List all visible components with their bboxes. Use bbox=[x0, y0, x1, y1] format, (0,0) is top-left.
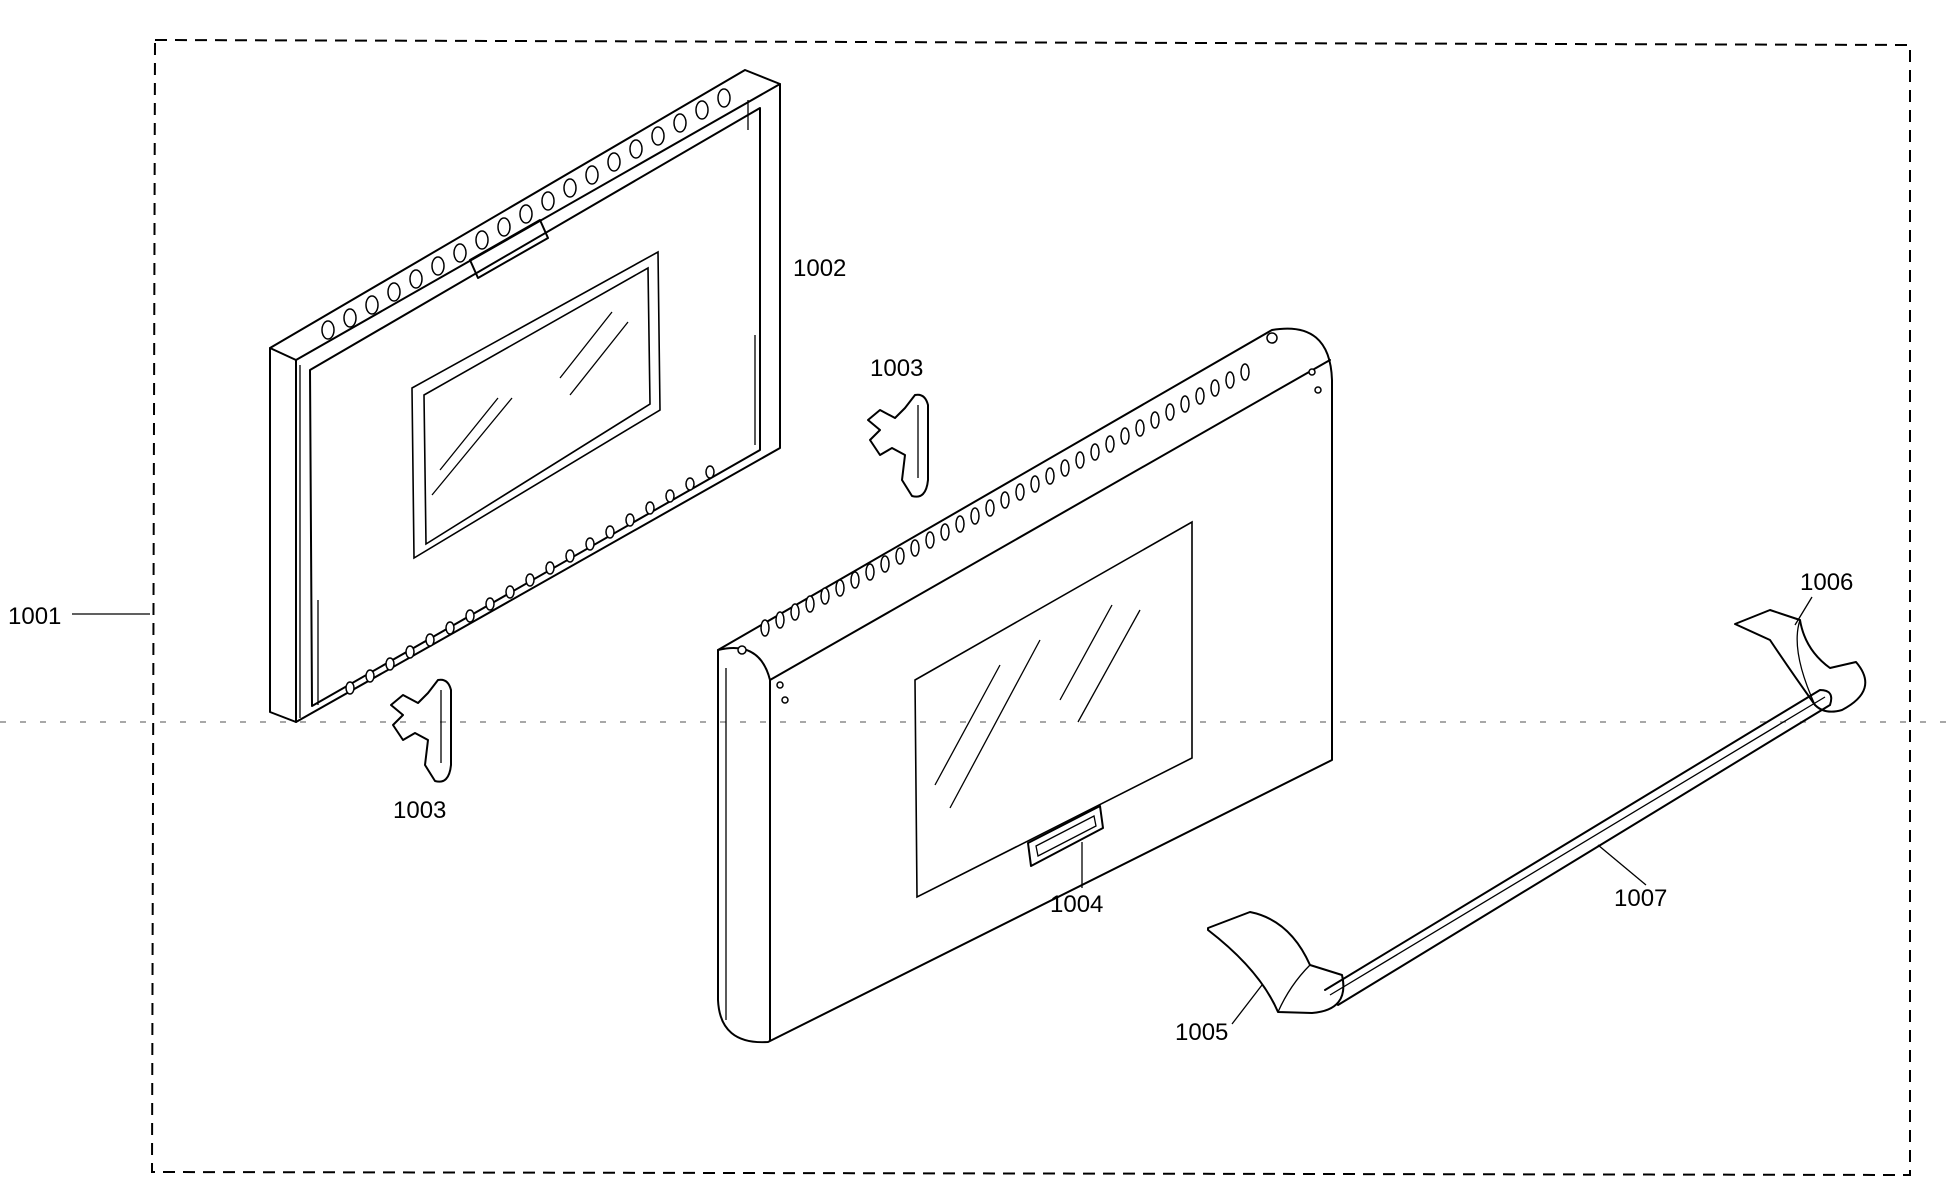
leader-lines bbox=[72, 596, 1813, 1025]
handle-end-left bbox=[1207, 911, 1345, 1014]
hinge-upper bbox=[867, 393, 929, 498]
assembly-boundary bbox=[0, 38, 1953, 1177]
label-1004: 1004 bbox=[1050, 891, 1103, 918]
vent-badge bbox=[1027, 805, 1104, 867]
label-1005: 1005 bbox=[1175, 1019, 1228, 1046]
label-1006: 1006 bbox=[1800, 569, 1853, 596]
handle-end-right bbox=[1734, 609, 1867, 713]
label-1007: 1007 bbox=[1614, 885, 1667, 912]
hinge-lower bbox=[390, 678, 452, 783]
label-1003-upper: 1003 bbox=[870, 355, 923, 382]
label-1003-lower: 1003 bbox=[393, 797, 446, 824]
label-1002: 1002 bbox=[793, 255, 846, 282]
inner-door-panel bbox=[269, 69, 781, 723]
door-handle bbox=[1207, 609, 1867, 1014]
outer-door-panel bbox=[717, 327, 1333, 1044]
label-1001: 1001 bbox=[8, 603, 61, 630]
